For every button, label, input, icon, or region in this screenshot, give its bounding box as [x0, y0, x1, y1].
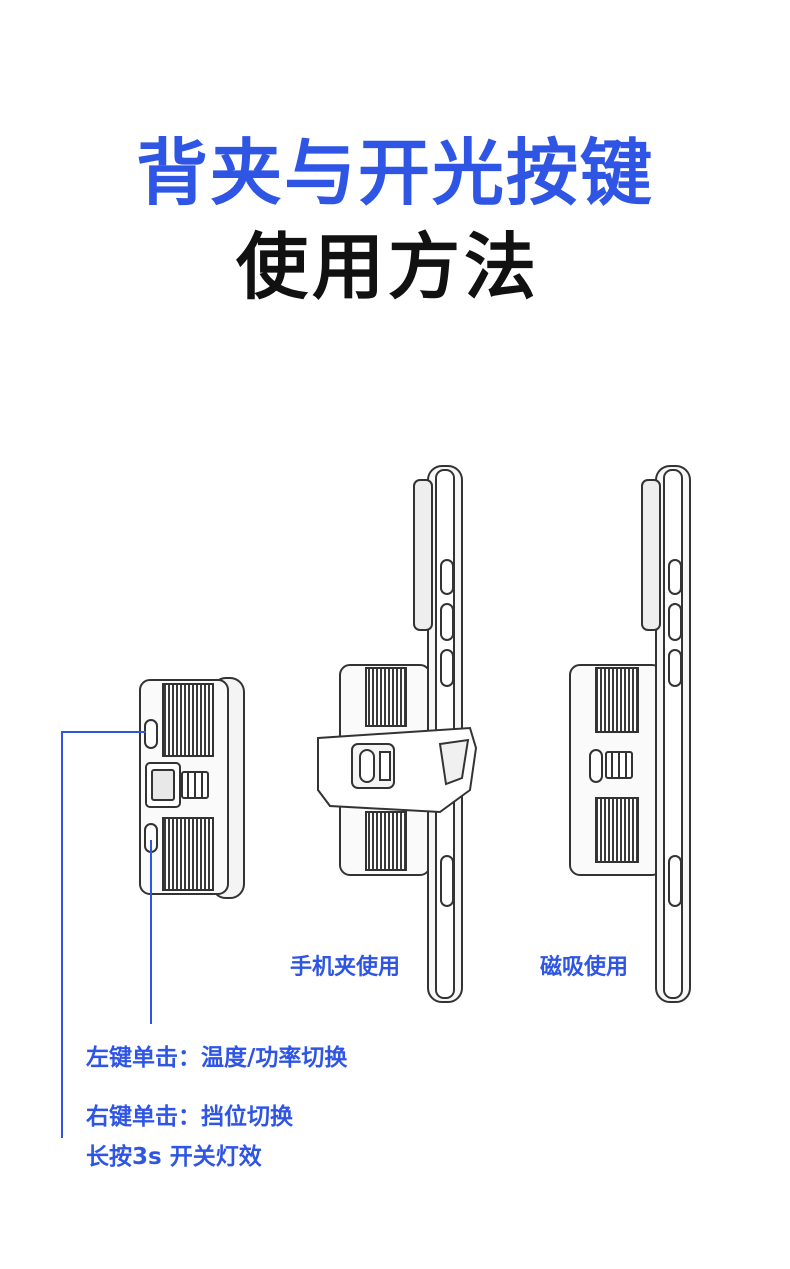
- note-long-press: 长按3s 开关灯效: [86, 1144, 262, 1170]
- page-title-sub: 使用方法: [236, 225, 541, 309]
- right-key-callout: [61, 731, 146, 1138]
- page-title-main: 背夹与开光按键: [135, 131, 654, 215]
- note-left-key: 左键单击：温度/功率切换: [86, 1045, 348, 1071]
- caption-magnetic-use: 磁吸使用: [540, 955, 629, 980]
- caption-clip-use: 手机夹使用: [290, 955, 401, 980]
- phone-with-clip: [317, 465, 478, 1003]
- callout-lines: [61, 731, 152, 1138]
- note-right-key: 右键单击：挡位切换: [86, 1104, 293, 1130]
- phone-magnetic: [569, 465, 691, 1003]
- cooler-front-view: [139, 677, 245, 899]
